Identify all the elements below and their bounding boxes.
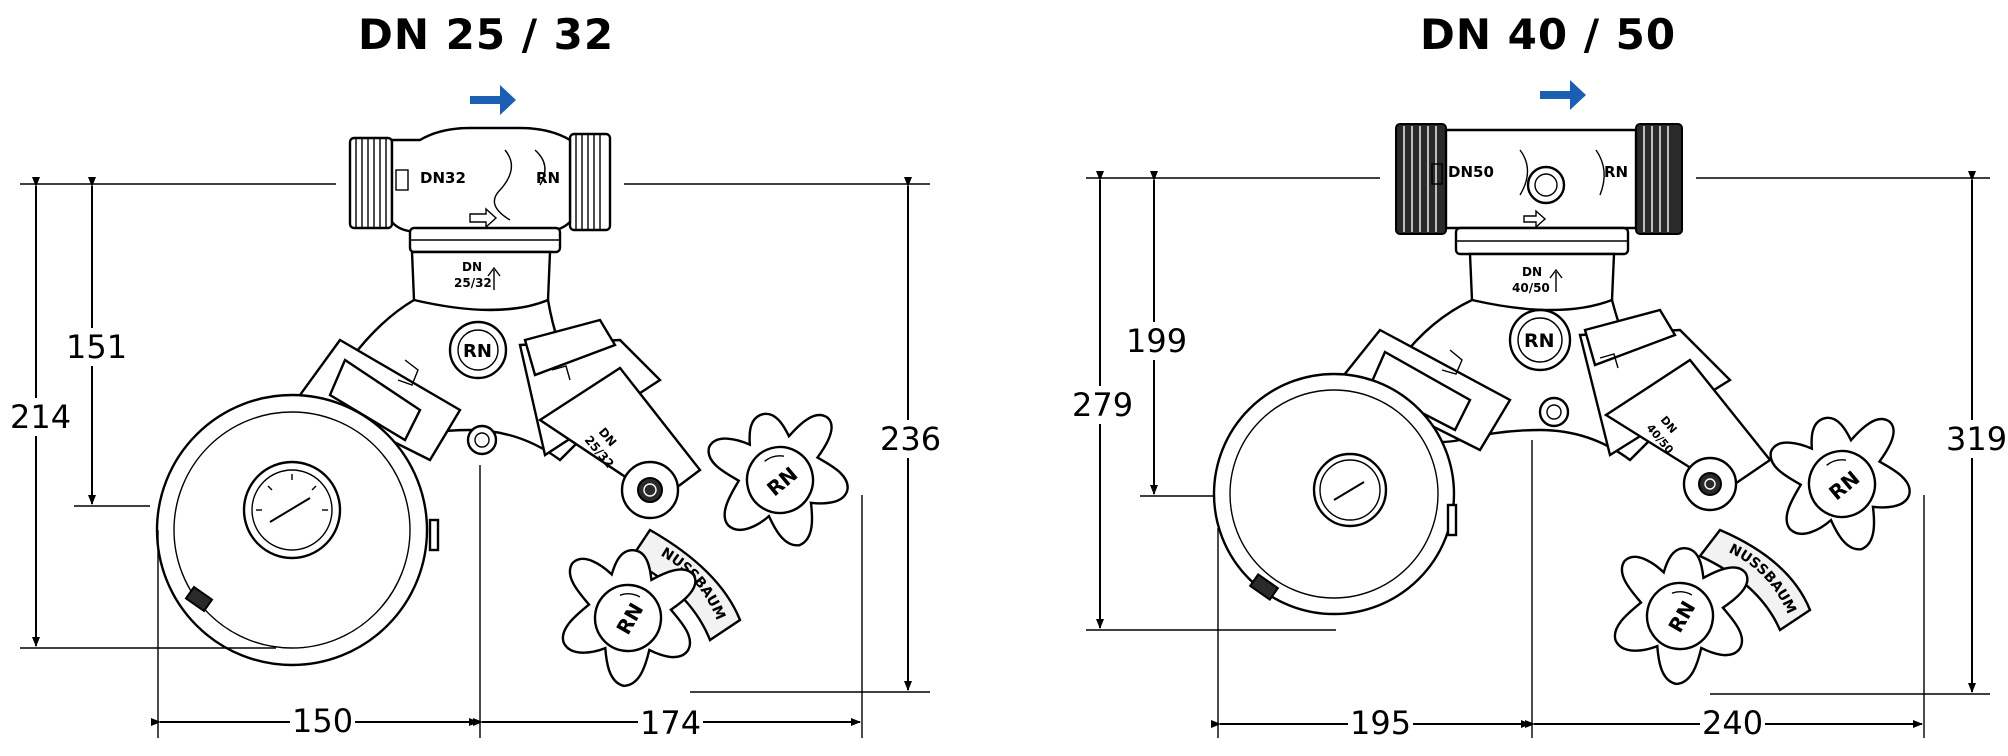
neck-label-1: DN (462, 260, 482, 274)
body-brand-label: RN (536, 169, 560, 187)
valve-drawing-dn-40-50: DN50 RN DN 40/50 RN DN 40/50 (1086, 80, 1990, 738)
dim-height-right: 236 (878, 420, 944, 458)
flow-arrow (470, 85, 516, 115)
neck-label-2: 40/50 (1512, 281, 1550, 295)
valve-body-top (390, 126, 572, 234)
rn-badge (1508, 308, 1572, 372)
dim-height-left: 214 (8, 398, 74, 436)
thread-right (1635, 123, 1683, 235)
body-label: DN32 (420, 169, 466, 187)
dim-width-left: 150 (290, 702, 356, 740)
rn-badge-label: RN (1524, 330, 1555, 352)
title-dn-40-50: DN 40 / 50 (1420, 10, 1677, 59)
dim-width-right: 240 (1700, 704, 1766, 742)
dim-width-right: 174 (638, 704, 704, 742)
neck-label-1: DN (1522, 265, 1542, 279)
dim-height-inner: 199 (1124, 322, 1190, 360)
dim-height-right: 319 (1944, 420, 2008, 458)
valve-drawing-dn-25-32: DN32 RN DN 25/32 RN (20, 85, 930, 738)
dim-height-inner: 151 (64, 328, 130, 366)
flow-arrow (1540, 80, 1586, 110)
title-dn-25-32: DN 25 / 32 (358, 10, 615, 59)
dim-height-left: 279 (1070, 386, 1136, 424)
neck-label-2: 25/32 (454, 276, 492, 290)
body-label: DN50 (1448, 163, 1494, 181)
body-brand-label: RN (1604, 163, 1628, 181)
rn-badge-label: RN (463, 341, 492, 362)
dim-width-left: 195 (1348, 704, 1414, 742)
